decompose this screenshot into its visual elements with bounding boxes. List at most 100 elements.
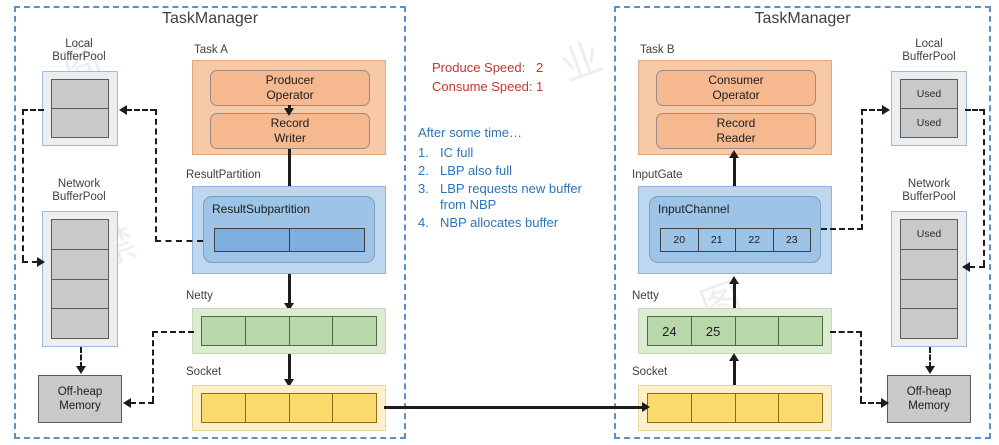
dashed-subpartition-to-lbp-v bbox=[155, 109, 157, 242]
right-netty-label: Netty bbox=[632, 290, 659, 302]
produce-speed-label: Produce Speed: bbox=[432, 60, 526, 75]
offheap-line2: Memory bbox=[908, 400, 950, 412]
left-socket-cells bbox=[201, 393, 377, 423]
producer-operator-line1: Producer bbox=[265, 73, 315, 87]
offheap-line2: Memory bbox=[59, 400, 101, 412]
pool-cell bbox=[52, 220, 108, 250]
left-taskmanager-container bbox=[14, 6, 406, 439]
right-taskmanager-container bbox=[614, 6, 991, 439]
inputgate-label: InputGate bbox=[632, 169, 683, 181]
arrowhead-left-icon bbox=[123, 398, 131, 408]
buffer-cell: 25 bbox=[691, 317, 736, 345]
buffer-cell bbox=[215, 229, 290, 251]
left-socket-label: Socket bbox=[186, 366, 222, 378]
left-network-bufferpool-label: Network BufferPool bbox=[52, 178, 106, 203]
list-item: 3. LBP requests new buffer from NBP bbox=[418, 181, 608, 213]
consume-speed-label: Consume Speed: bbox=[432, 79, 533, 94]
list-item: 2. LBP also full bbox=[418, 163, 608, 179]
arrowhead-down-icon bbox=[284, 379, 294, 387]
dashed-netty-to-offheap-h1 bbox=[152, 331, 194, 333]
buffer-cell bbox=[202, 394, 246, 422]
right-network-bufferpool-label: Network BufferPool bbox=[902, 178, 956, 203]
dashed-netty-to-offheap-right-h1 bbox=[830, 331, 862, 333]
note-number: 4. bbox=[418, 215, 429, 230]
note-text: NBP allocates buffer bbox=[440, 215, 559, 230]
buffer-cell bbox=[333, 317, 376, 345]
right-local-bufferpool: Used Used bbox=[891, 71, 967, 146]
buffer-cell bbox=[333, 394, 376, 422]
pool-cell bbox=[52, 279, 108, 310]
task-b-box: Consumer Operator Record Reader bbox=[638, 60, 832, 155]
arrowhead-down-icon bbox=[284, 108, 294, 116]
note-text: LBP also full bbox=[440, 163, 513, 178]
dashed-lbp-to-nbp-h2 bbox=[22, 261, 38, 263]
pool-cell bbox=[52, 249, 108, 280]
producer-operator-line2: Operator bbox=[266, 88, 314, 102]
arrowhead-right-icon bbox=[881, 398, 889, 408]
arrow-resultpartition-to-netty bbox=[288, 274, 291, 306]
produce-speed-value: 2 bbox=[536, 60, 544, 75]
inputchannel-cells: 20 21 22 23 bbox=[660, 228, 811, 252]
left-netty-label: Netty bbox=[186, 290, 213, 302]
arrow-socket-to-netty bbox=[733, 358, 736, 385]
buffer-cell bbox=[779, 317, 822, 345]
buffer-cell bbox=[245, 317, 290, 345]
right-socket-cells bbox=[647, 393, 823, 423]
pool-cell bbox=[901, 309, 957, 338]
pool-cell: Used bbox=[901, 109, 957, 137]
arrowhead-up-icon bbox=[729, 150, 739, 158]
buffer-cell bbox=[735, 394, 780, 422]
arrow-recordwriter-to-resultpartition bbox=[288, 149, 291, 201]
buffer-cell bbox=[735, 317, 780, 345]
dashed-netty-to-offheap-v bbox=[152, 331, 154, 402]
pool-cell: Used bbox=[901, 80, 957, 109]
left-netty-band bbox=[192, 308, 386, 354]
pool-cell: Used bbox=[901, 220, 957, 250]
consume-speed-row: Consume Speed:1 bbox=[432, 79, 543, 94]
left-network-bufferpool-cells bbox=[51, 219, 109, 339]
arrowhead-down-icon bbox=[76, 366, 86, 374]
dashed-netty-to-offheap-right-v bbox=[860, 331, 862, 402]
resultsubpartition-label: ResultSubpartition bbox=[212, 202, 311, 216]
consume-speed-value: 1 bbox=[536, 79, 544, 94]
dashed-netty-to-offheap-h2 bbox=[130, 402, 154, 404]
left-netty-cells bbox=[201, 316, 377, 346]
watermark: 业 bbox=[555, 35, 608, 91]
buffer-cell bbox=[779, 394, 822, 422]
right-local-bufferpool-label: Local BufferPool bbox=[902, 38, 956, 63]
left-local-bufferpool-label: Local BufferPool bbox=[52, 38, 106, 63]
arrow-netty-to-inputgate bbox=[733, 281, 736, 308]
buffer-cell bbox=[289, 394, 334, 422]
dashed-nbp-to-offheap bbox=[80, 347, 82, 368]
arrow-inputgate-to-recordreader bbox=[733, 155, 736, 205]
dashed-lbp-to-nbp-h1 bbox=[22, 109, 44, 111]
list-item: 4. NBP allocates buffer bbox=[418, 215, 608, 231]
buffer-cell bbox=[245, 394, 290, 422]
buffer-cell: 20 bbox=[661, 229, 699, 251]
arrowhead-up-icon bbox=[729, 276, 739, 284]
left-local-bufferpool bbox=[42, 71, 118, 146]
buffer-cell: 24 bbox=[648, 317, 692, 345]
buffer-cell bbox=[290, 229, 364, 251]
arrowhead-right-icon bbox=[882, 105, 890, 115]
record-writer-line1: Record bbox=[270, 116, 310, 130]
arrowhead-down-icon bbox=[925, 366, 935, 374]
consumer-operator-line2: Operator bbox=[712, 88, 760, 102]
left-socket-band bbox=[192, 385, 386, 431]
note-number: 2. bbox=[418, 163, 429, 178]
offheap-line1: Off-heap bbox=[906, 386, 952, 398]
arrowhead-right-icon bbox=[37, 257, 45, 267]
note-heading: After some time… bbox=[418, 125, 523, 140]
inputchannel-label: InputChannel bbox=[658, 202, 730, 216]
left-network-bufferpool bbox=[42, 211, 118, 347]
pool-cell bbox=[52, 80, 108, 109]
dashed-ic-to-lbp-h2 bbox=[861, 109, 883, 111]
resultsubpartition-cells bbox=[214, 228, 365, 252]
arrowhead-left-icon bbox=[962, 262, 970, 272]
buffer-cell: 21 bbox=[698, 229, 736, 251]
arrowhead-left-icon bbox=[119, 105, 127, 115]
consumer-operator-line1: Consumer bbox=[708, 73, 764, 87]
dashed-ic-to-lbp-h1 bbox=[821, 228, 863, 230]
record-reader-box: Record Reader bbox=[656, 113, 816, 149]
